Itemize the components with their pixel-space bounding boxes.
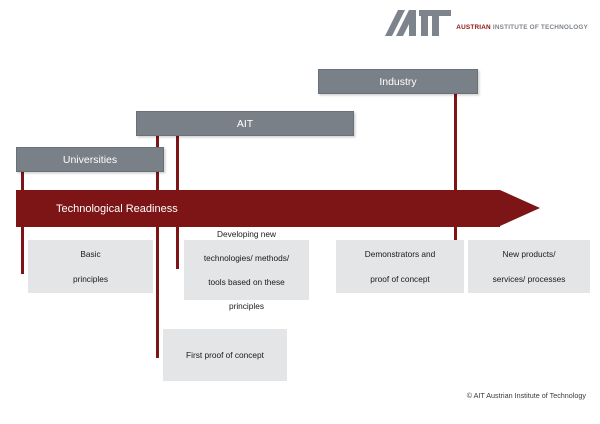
stage-text-basic-principles: Basic principles (72, 249, 109, 284)
logo-tagline-technology: OF TECHNOLOGY (529, 23, 588, 31)
stage-text-developing-technologies: Developing new technologies/ methods/ to… (203, 228, 290, 312)
stage-box-new-products[interactable]: New products/ services/ processes (468, 240, 590, 293)
actor-bar-industry[interactable]: Industry (318, 69, 478, 94)
ait-logo-tagline: AUSTRIAN INSTITUTE OF TECHNOLOGY (456, 16, 588, 36)
arrow-body (16, 190, 500, 227)
actor-label-industry: Industry (379, 75, 417, 88)
stage-box-first-proof-of-concept[interactable]: First proof of concept (163, 329, 287, 381)
connector-line-ait-left (156, 132, 159, 358)
ait-logo-mark-icon (385, 10, 452, 36)
stage-text-new-products: New products/ services/ processes (492, 249, 566, 284)
actor-bar-ait[interactable]: AIT (136, 111, 354, 136)
stage-box-developing-technologies[interactable]: Developing new technologies/ methods/ to… (184, 229, 309, 311)
actor-label-ait: AIT (236, 117, 254, 130)
arrow-label: Technological Readiness (56, 202, 178, 215)
actor-label-universities: Universities (62, 153, 118, 166)
technological-readiness-arrow: Technological Readiness (16, 190, 540, 227)
stage-box-basic-principles[interactable]: Basic principles (28, 240, 153, 293)
arrow-head-icon (500, 190, 540, 226)
copyright-footer: © AIT Austrian Institute of Technology (466, 391, 586, 400)
stage-text-first-proof-of-concept: First proof of concept (186, 349, 264, 360)
stage-box-demonstrators[interactable]: Demonstrators and proof of concept (336, 240, 464, 293)
actor-bar-universities[interactable]: Universities (16, 147, 164, 172)
logo-tagline-institute: INSTITUTE (490, 23, 528, 31)
stage-text-demonstrators: Demonstrators and proof of concept (364, 249, 436, 284)
logo-tagline-austrian: AUSTRIAN (456, 23, 491, 31)
ait-logo: AUSTRIAN INSTITUTE OF TECHNOLOGY (385, 10, 588, 36)
connector-line-industry (454, 91, 457, 274)
